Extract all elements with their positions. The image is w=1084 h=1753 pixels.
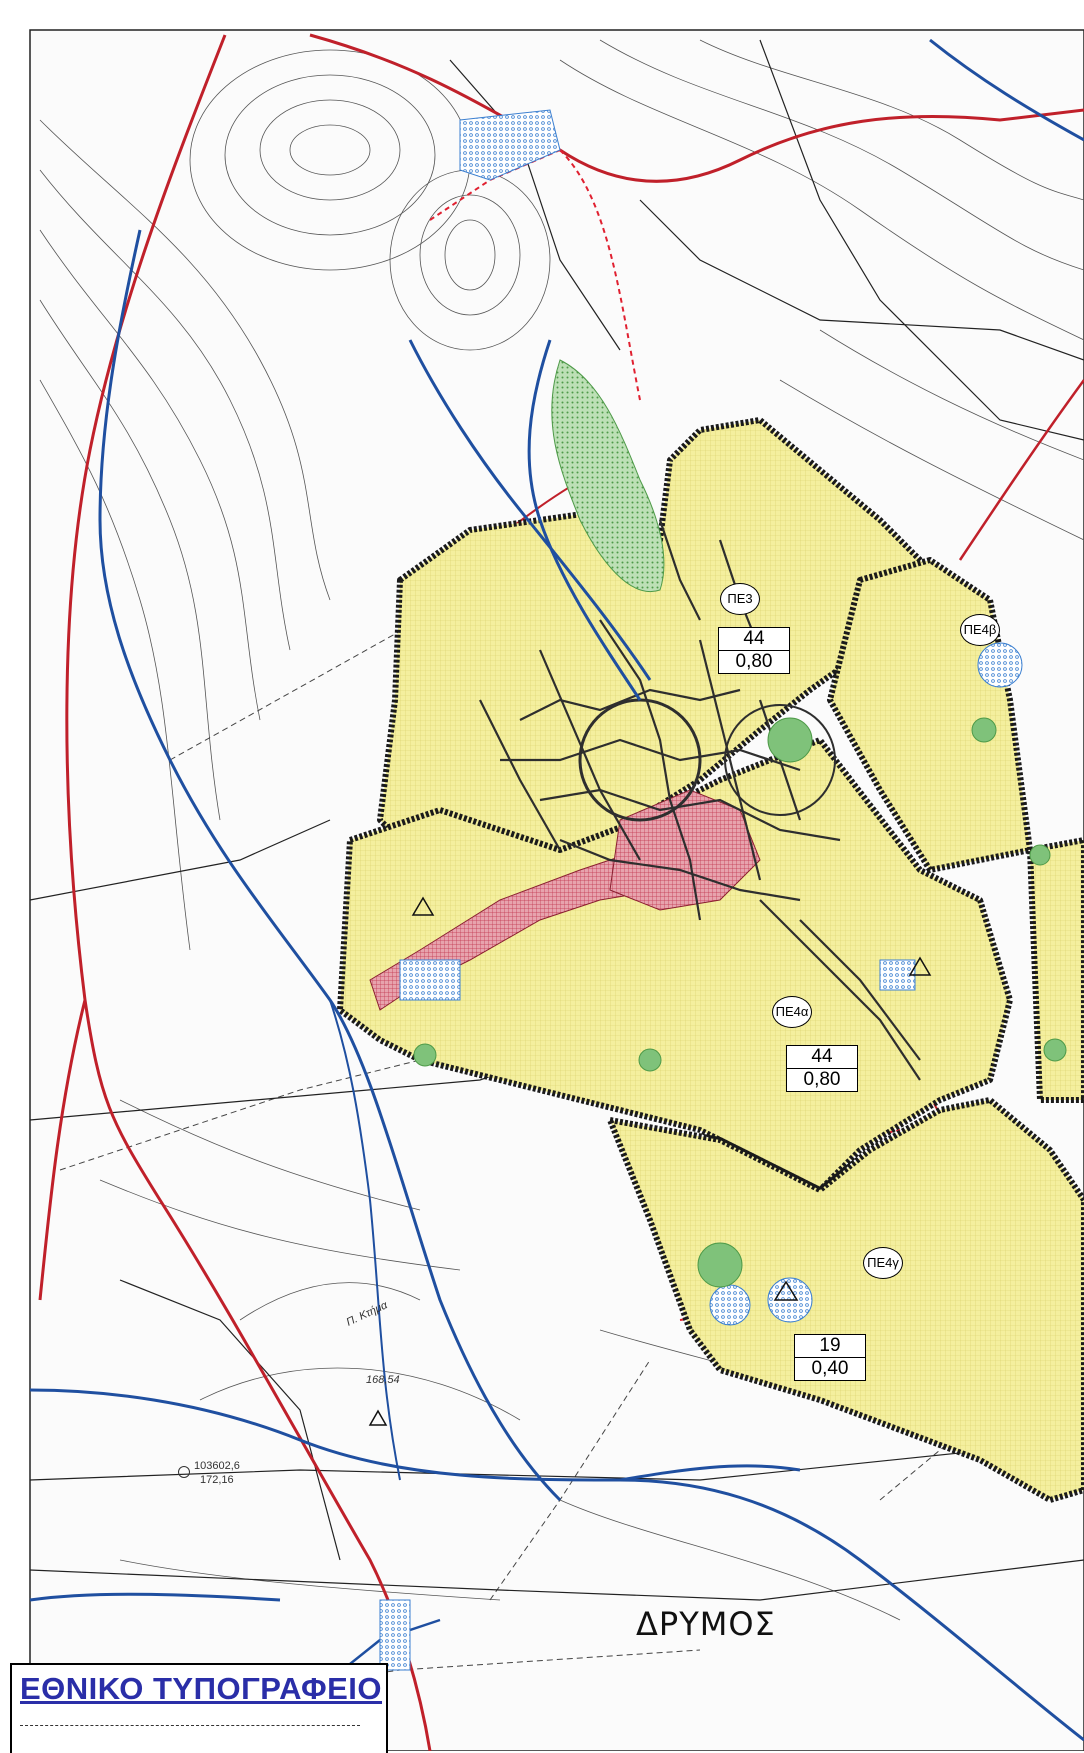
survey-point-id: 103602,6 xyxy=(194,1460,240,1472)
zone-pe4a-density: 44 xyxy=(787,1046,857,1069)
triangle-markers xyxy=(368,896,932,1426)
zone-pe4a-factor: 0,80 xyxy=(803,1069,841,1090)
zone-pe3-factor: 0,80 xyxy=(735,651,773,672)
zone-pe4a-coefficients: 44 0,80 xyxy=(786,1045,858,1092)
stamp-caption-line xyxy=(20,1717,360,1726)
zone-pe4g-coefficients: 19 0,40 xyxy=(794,1334,866,1381)
zone-pe4g-density: 19 xyxy=(795,1335,865,1358)
zone-pe4b-label: ΠΕ4β xyxy=(960,614,1000,646)
peak-elevation: 168,54 xyxy=(366,1374,400,1386)
zone-pe3-label: ΠΕ3 xyxy=(720,583,760,615)
green-parks xyxy=(413,717,1067,1288)
built-up-area xyxy=(479,519,921,1081)
zone-pe4a-label: ΠΕ4α xyxy=(772,996,812,1028)
zone-pe4g-factor: 0,40 xyxy=(811,1358,849,1379)
zone-far-right-area xyxy=(1027,837,1084,1103)
publisher-name: ΕΘΝΙΚΟ ΤΥΠΟΓΡΑΦΕΙΟ xyxy=(20,1671,383,1706)
zone-pe4g-label: ΠΕ4γ xyxy=(863,1247,903,1279)
place-name: ΔΡΥΜΟΣ xyxy=(636,1605,776,1643)
zone-pe3-coefficients: 44 0,80 xyxy=(718,627,790,674)
zone-pe4g-area xyxy=(607,1097,1084,1503)
survey-point-icon xyxy=(178,1466,190,1478)
green-hill-area xyxy=(551,359,665,592)
survey-point-elevation: 172,16 xyxy=(200,1474,234,1486)
zone-pe3-density: 44 xyxy=(719,628,789,651)
publisher-stamp: ΕΘΝΙΚΟ ΤΥΠΟΓΡΑΦΕΙΟ xyxy=(10,1663,388,1753)
